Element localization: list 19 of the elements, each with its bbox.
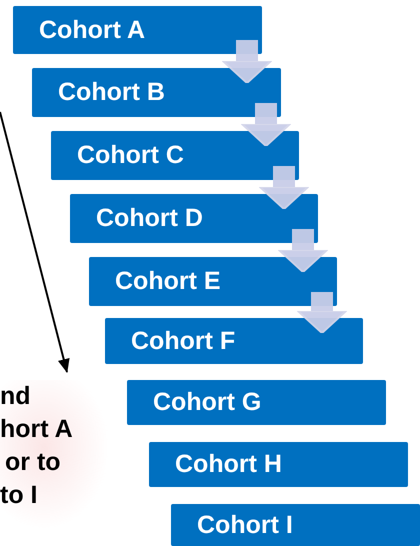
cohort-box: Cohort C: [51, 131, 299, 180]
note-line: nd: [0, 381, 32, 412]
arrow: [0, 112, 70, 373]
cohort-box: Cohort E: [89, 257, 337, 306]
cohort-box: Cohort D: [70, 194, 318, 243]
note-line: hort A: [0, 414, 74, 445]
block-arrow: [259, 166, 309, 210]
cohort-box: Cohort I: [171, 504, 420, 546]
block-arrow: [297, 292, 347, 334]
cohort-box: Cohort A: [13, 6, 262, 54]
note-line: or to: [4, 447, 62, 478]
cohort-box: Cohort B: [32, 68, 281, 117]
block-arrow: [241, 103, 291, 147]
block-arrow: [222, 40, 272, 84]
cohort-box: Cohort F: [105, 318, 363, 364]
cohort-box: Cohort G: [127, 380, 386, 425]
note-line: to I: [0, 480, 38, 511]
block-arrow: [278, 229, 328, 273]
cohort-box: Cohort H: [149, 442, 408, 487]
